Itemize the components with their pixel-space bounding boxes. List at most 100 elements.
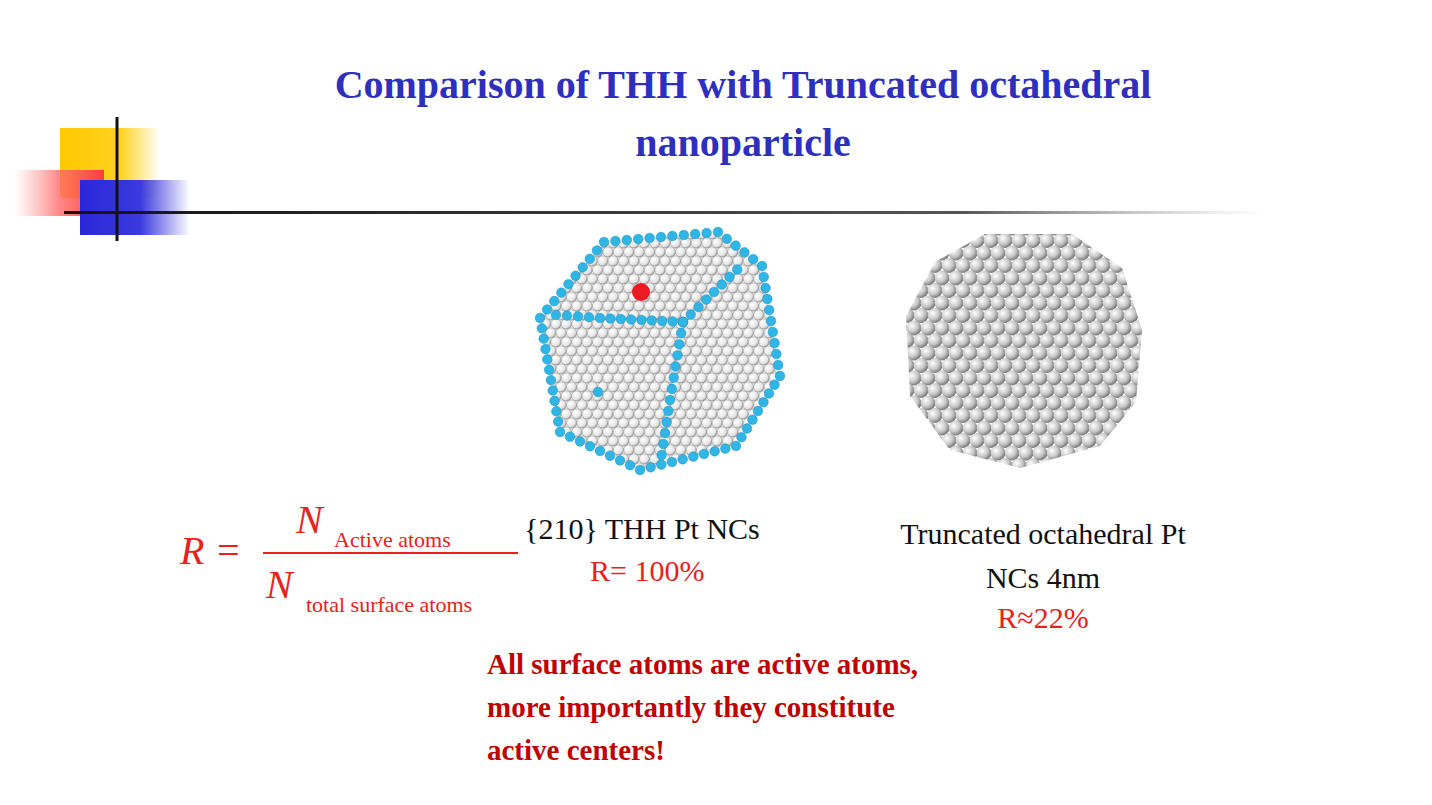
- atom: [670, 256, 680, 266]
- atom: [1019, 321, 1034, 336]
- atom: [1026, 233, 1041, 248]
- atom: [759, 373, 769, 383]
- atom: [655, 337, 665, 347]
- atom: [681, 400, 691, 410]
- atom: [914, 233, 929, 248]
- atom: [963, 371, 978, 386]
- edge-atom: [615, 456, 625, 466]
- atom: [942, 383, 957, 398]
- atom: [935, 446, 950, 461]
- atom: [743, 472, 753, 482]
- atom: [1012, 358, 1027, 373]
- atom: [655, 391, 665, 401]
- atom: [587, 454, 597, 464]
- atom: [587, 328, 597, 338]
- atom: [613, 391, 623, 401]
- atom: [722, 346, 732, 356]
- atom: [525, 328, 535, 338]
- atom: [722, 256, 732, 266]
- atom: [530, 301, 540, 311]
- atom: [717, 373, 727, 383]
- atom: [963, 321, 978, 336]
- atom: [603, 355, 613, 365]
- atom: [681, 418, 691, 428]
- atom: [728, 355, 738, 365]
- atom: [921, 321, 936, 336]
- atom: [1145, 446, 1160, 461]
- edge-atom: [645, 233, 655, 243]
- atom: [670, 472, 680, 482]
- atom: [696, 391, 706, 401]
- atom: [748, 337, 758, 347]
- atom: [1075, 371, 1090, 386]
- atom: [644, 301, 654, 311]
- atom: [921, 221, 936, 236]
- atom: [769, 445, 779, 455]
- atom: [598, 328, 608, 338]
- atom: [733, 382, 743, 392]
- atom: [546, 454, 556, 464]
- edge-atom: [605, 451, 615, 461]
- atom: [1089, 321, 1104, 336]
- atom: [613, 445, 623, 455]
- edge-atom: [606, 314, 616, 324]
- atom: [712, 238, 722, 248]
- atom: [1005, 371, 1020, 386]
- atom: [644, 373, 654, 383]
- atom: [535, 238, 545, 248]
- atom: [774, 310, 784, 320]
- atom: [998, 433, 1013, 448]
- atom: [577, 292, 587, 302]
- atom: [1047, 371, 1062, 386]
- atom: [556, 346, 566, 356]
- atom: [603, 247, 613, 257]
- atom: [598, 256, 608, 266]
- atom: [900, 283, 915, 298]
- edge-atom: [678, 455, 688, 465]
- atom: [556, 454, 566, 464]
- atom: [608, 400, 618, 410]
- atom: [1005, 471, 1020, 486]
- atom: [748, 283, 758, 293]
- atom: [629, 346, 639, 356]
- atom: [551, 337, 561, 347]
- atom: [769, 409, 779, 419]
- atom: [1033, 271, 1048, 286]
- atom: [1103, 246, 1118, 261]
- atom: [1103, 271, 1118, 286]
- edge-atom: [667, 384, 677, 394]
- atom: [1096, 408, 1111, 423]
- atom: [618, 328, 628, 338]
- atom: [566, 382, 576, 392]
- edge-atom: [713, 227, 723, 237]
- atom: [1012, 258, 1027, 273]
- atom: [991, 371, 1006, 386]
- atom: [722, 418, 732, 428]
- atom: [722, 220, 732, 230]
- atom: [785, 472, 795, 482]
- atom: [1082, 358, 1097, 373]
- atom: [949, 271, 964, 286]
- atom: [1061, 346, 1076, 361]
- atom: [1103, 296, 1118, 311]
- atom: [613, 265, 623, 275]
- edge-atom: [544, 365, 554, 375]
- atom: [780, 463, 790, 473]
- atom: [1061, 471, 1076, 486]
- atom: [650, 418, 660, 428]
- atom: [1068, 333, 1083, 348]
- atom: [618, 220, 628, 230]
- atom: [624, 265, 634, 275]
- atom: [639, 418, 649, 428]
- atom: [759, 445, 769, 455]
- atom: [759, 355, 769, 365]
- atom: [769, 463, 779, 473]
- atom: [785, 346, 795, 356]
- atom: [613, 373, 623, 383]
- atom: [743, 292, 753, 302]
- atom: [540, 247, 550, 257]
- edge-atom: [753, 406, 763, 416]
- atom: [624, 337, 634, 347]
- atom: [1131, 371, 1146, 386]
- atom: [998, 333, 1013, 348]
